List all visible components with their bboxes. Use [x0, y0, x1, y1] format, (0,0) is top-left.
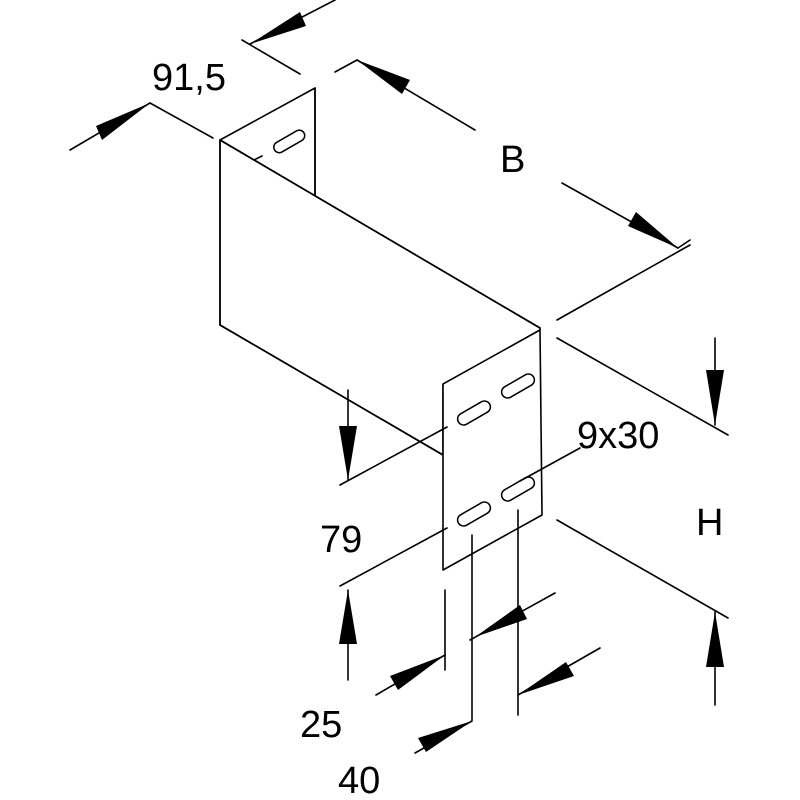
- dim-height: H: [556, 337, 729, 706]
- dim-width: B: [334, 59, 691, 321]
- dim-slot-positions: 25 40: [300, 509, 601, 800]
- slot-4: [500, 476, 536, 502]
- dim-slot-offset-label: 25: [300, 704, 342, 746]
- dim-flange: 79: [320, 389, 448, 681]
- dim-slot-pitch-label: 40: [338, 760, 380, 800]
- dim-height-label: H: [696, 502, 723, 544]
- slot-1: [456, 400, 492, 426]
- dim-depth: 91,5: [69, 0, 336, 151]
- slot-2: [500, 373, 536, 399]
- dim-slot-size-label: 9x30: [577, 415, 659, 457]
- back-plate: [219, 87, 316, 197]
- slot-3: [456, 501, 492, 527]
- dim-slot-size: 9x30: [519, 415, 659, 482]
- dim-depth-label: 91,5: [152, 57, 226, 99]
- dim-flange-label: 79: [320, 519, 362, 561]
- slot-back-upper: [273, 129, 306, 154]
- dim-width-label: B: [500, 139, 525, 181]
